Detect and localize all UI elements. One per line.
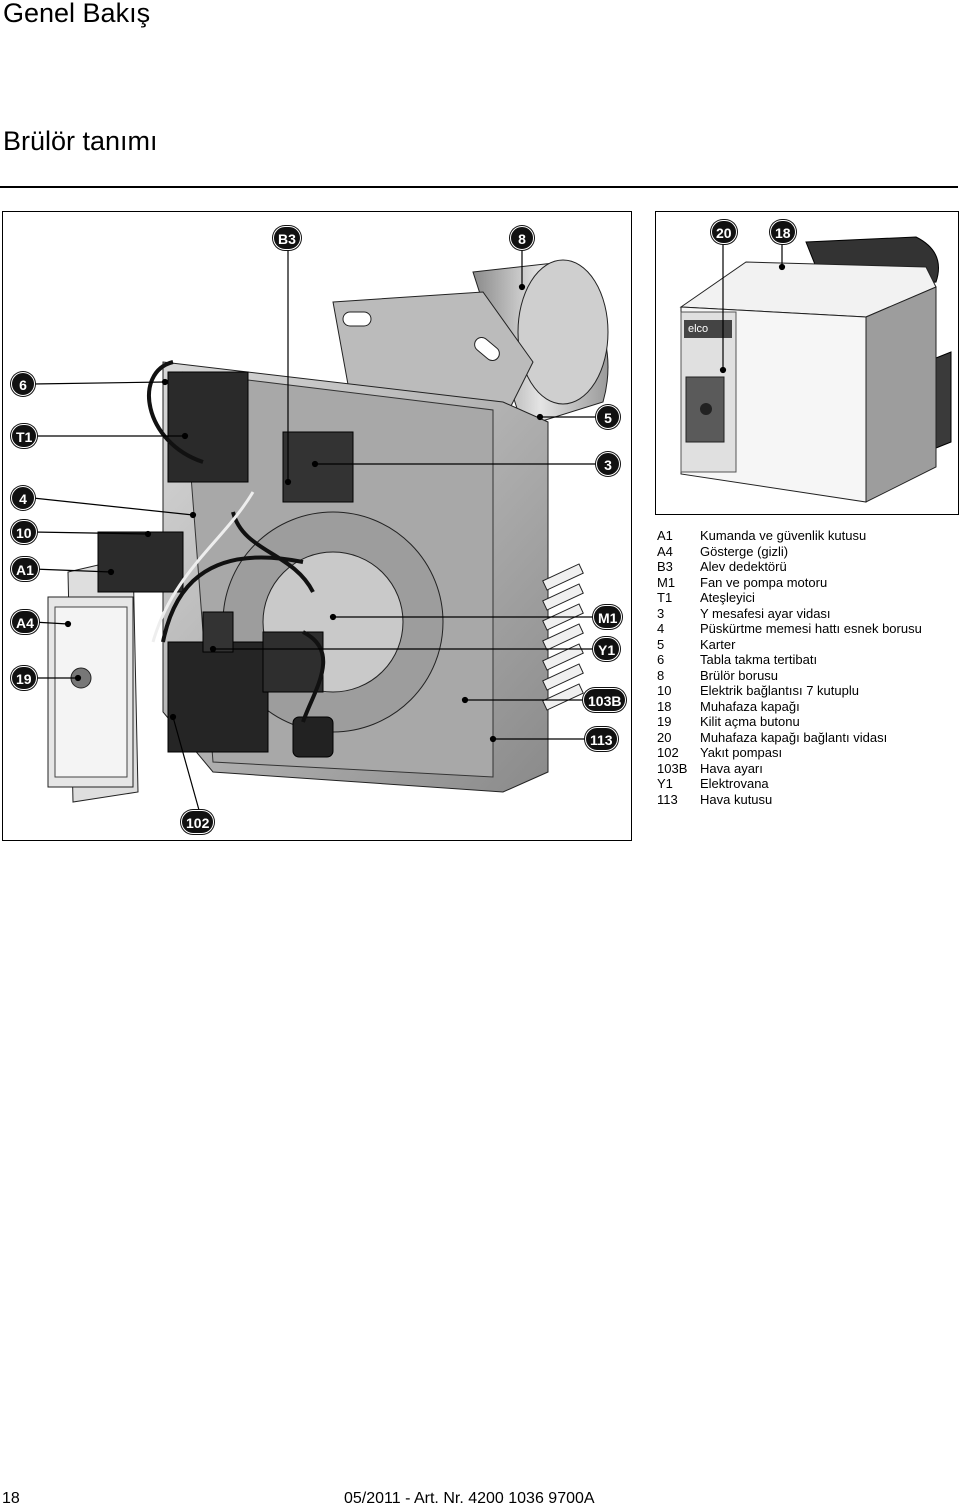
callout-8: 8 xyxy=(510,226,534,250)
legend-text: Muhafaza kapağı bağlantı vidası xyxy=(700,729,888,745)
burner-drawing xyxy=(32,249,609,811)
callout-m1: M1 xyxy=(593,605,623,629)
legend-text: Alev dedektörü xyxy=(700,559,787,574)
legend-text: Muhafaza kapağı xyxy=(700,698,800,714)
legend-code: 18 xyxy=(657,698,672,714)
legend-text: Hava ayarı xyxy=(700,760,763,776)
legend-text: Tabla takma tertibatı xyxy=(700,652,818,667)
legend-row: 4 Püskürtme memesi hattı esnek borusu xyxy=(657,621,922,637)
legend-row: 10 Elektrik bağlantısı 7 kutuplu xyxy=(657,683,922,699)
legend-code: T1 xyxy=(657,590,673,605)
legend: A1 Kumanda ve güvenlik kutusu A4 Gösterge … xyxy=(657,528,922,807)
legend-row: 19 Kilit açma butonu xyxy=(657,714,922,730)
legend-text: Elektrovana xyxy=(700,776,769,791)
callout-5: 5 xyxy=(596,405,620,429)
legend-row: B3 Alev dedektörü xyxy=(657,559,922,575)
legend-code: 8 xyxy=(657,667,665,683)
callout-103b: 103B xyxy=(583,688,627,712)
callout-b3: B3 xyxy=(273,226,301,250)
brand-label: elco xyxy=(688,323,709,335)
callout-4: 4 xyxy=(11,486,35,510)
callout-10: 10 xyxy=(11,520,37,544)
legend-text: Kumanda ve güvenlik kutusu xyxy=(700,528,867,543)
callout-a4: A4 xyxy=(11,610,39,634)
legend-row: 18 Muhafaza kapağı xyxy=(657,699,922,715)
legend-code: 102 xyxy=(657,745,679,760)
legend-row: M1 Fan ve pompa motoru xyxy=(657,575,922,591)
legend-text: Brülör borusu xyxy=(700,667,779,683)
callout-t1: T1 xyxy=(11,424,38,448)
legend-code: B3 xyxy=(657,559,673,574)
burner-cover-illustration: elco 20 18 xyxy=(655,211,959,515)
callout-3: 3 xyxy=(596,452,620,476)
legend-row: A1 Kumanda ve güvenlik kutusu xyxy=(657,528,922,544)
legend-code: 103B xyxy=(657,760,688,776)
callout-a1: A1 xyxy=(11,557,39,581)
legend-text: Karter xyxy=(700,636,736,652)
callout-102: 102 xyxy=(181,810,215,834)
legend-code: M1 xyxy=(657,574,676,590)
legend-code: A1 xyxy=(657,528,673,543)
legend-row: 6 Tabla takma tertibatı xyxy=(657,652,922,668)
legend-text: Hava kutusu xyxy=(700,791,773,807)
legend-row: 5 Karter xyxy=(657,637,922,653)
burner-illustration: B3 8 6 T1 4 10 A1 A4 19 5 3 M1 Y1 103B 1… xyxy=(2,211,632,841)
legend-row: Y1 Elektrovana xyxy=(657,776,922,792)
legend-text: Püskürtme memesi hattı esnek borusu xyxy=(700,621,922,636)
legend-code: A4 xyxy=(657,543,673,559)
legend-text: Gösterge (gizli) xyxy=(700,543,789,559)
legend-row: A4 Gösterge (gizli) xyxy=(657,544,922,560)
horizontal-rule xyxy=(0,186,958,188)
callout-y1: Y1 xyxy=(593,637,621,661)
legend-text: Kilit açma butonu xyxy=(700,714,800,729)
legend-text: Ateşleyici xyxy=(700,590,755,605)
legend-row: 3 Y mesafesi ayar vidası xyxy=(657,606,922,622)
page-number: 18 xyxy=(2,1490,20,1507)
legend-code: 19 xyxy=(657,714,672,729)
legend-text: Y mesafesi ayar vidası xyxy=(700,605,831,621)
callout-6: 6 xyxy=(11,372,35,396)
callout-18: 18 xyxy=(770,220,796,244)
callout-20: 20 xyxy=(711,220,737,244)
document-reference: 05/2011 - Art. Nr. 4200 1036 9700A xyxy=(344,1490,595,1507)
legend-text: Fan ve pompa motoru xyxy=(700,574,828,590)
legend-row: 113 Hava kutusu xyxy=(657,792,922,808)
legend-code: 10 xyxy=(657,683,672,698)
legend-row: 20 Muhafaza kapağı bağlantı vidası xyxy=(657,730,922,746)
legend-code: 5 xyxy=(657,636,665,652)
legend-code: 113 xyxy=(657,791,678,807)
callout-19: 19 xyxy=(11,666,37,690)
legend-code: 6 xyxy=(657,652,665,667)
legend-row: 102 Yakıt pompası xyxy=(657,745,922,761)
legend-code: 3 xyxy=(657,605,665,621)
legend-row: 103B Hava ayarı xyxy=(657,761,922,777)
legend-text: Elektrik bağlantısı 7 kutuplu xyxy=(700,683,859,698)
section-title: Brülör tanımı xyxy=(3,126,158,156)
legend-code: 20 xyxy=(657,729,672,745)
cover-drawing xyxy=(679,236,952,503)
legend-row: T1 Ateşleyici xyxy=(657,590,922,606)
page-title: Genel Bakış xyxy=(3,0,151,28)
legend-row: 8 Brülör borusu xyxy=(657,668,922,684)
legend-code: 4 xyxy=(657,621,665,636)
legend-text: Yakıt pompası xyxy=(700,745,783,760)
legend-code: Y1 xyxy=(657,776,673,791)
callout-113: 113 xyxy=(585,727,618,751)
